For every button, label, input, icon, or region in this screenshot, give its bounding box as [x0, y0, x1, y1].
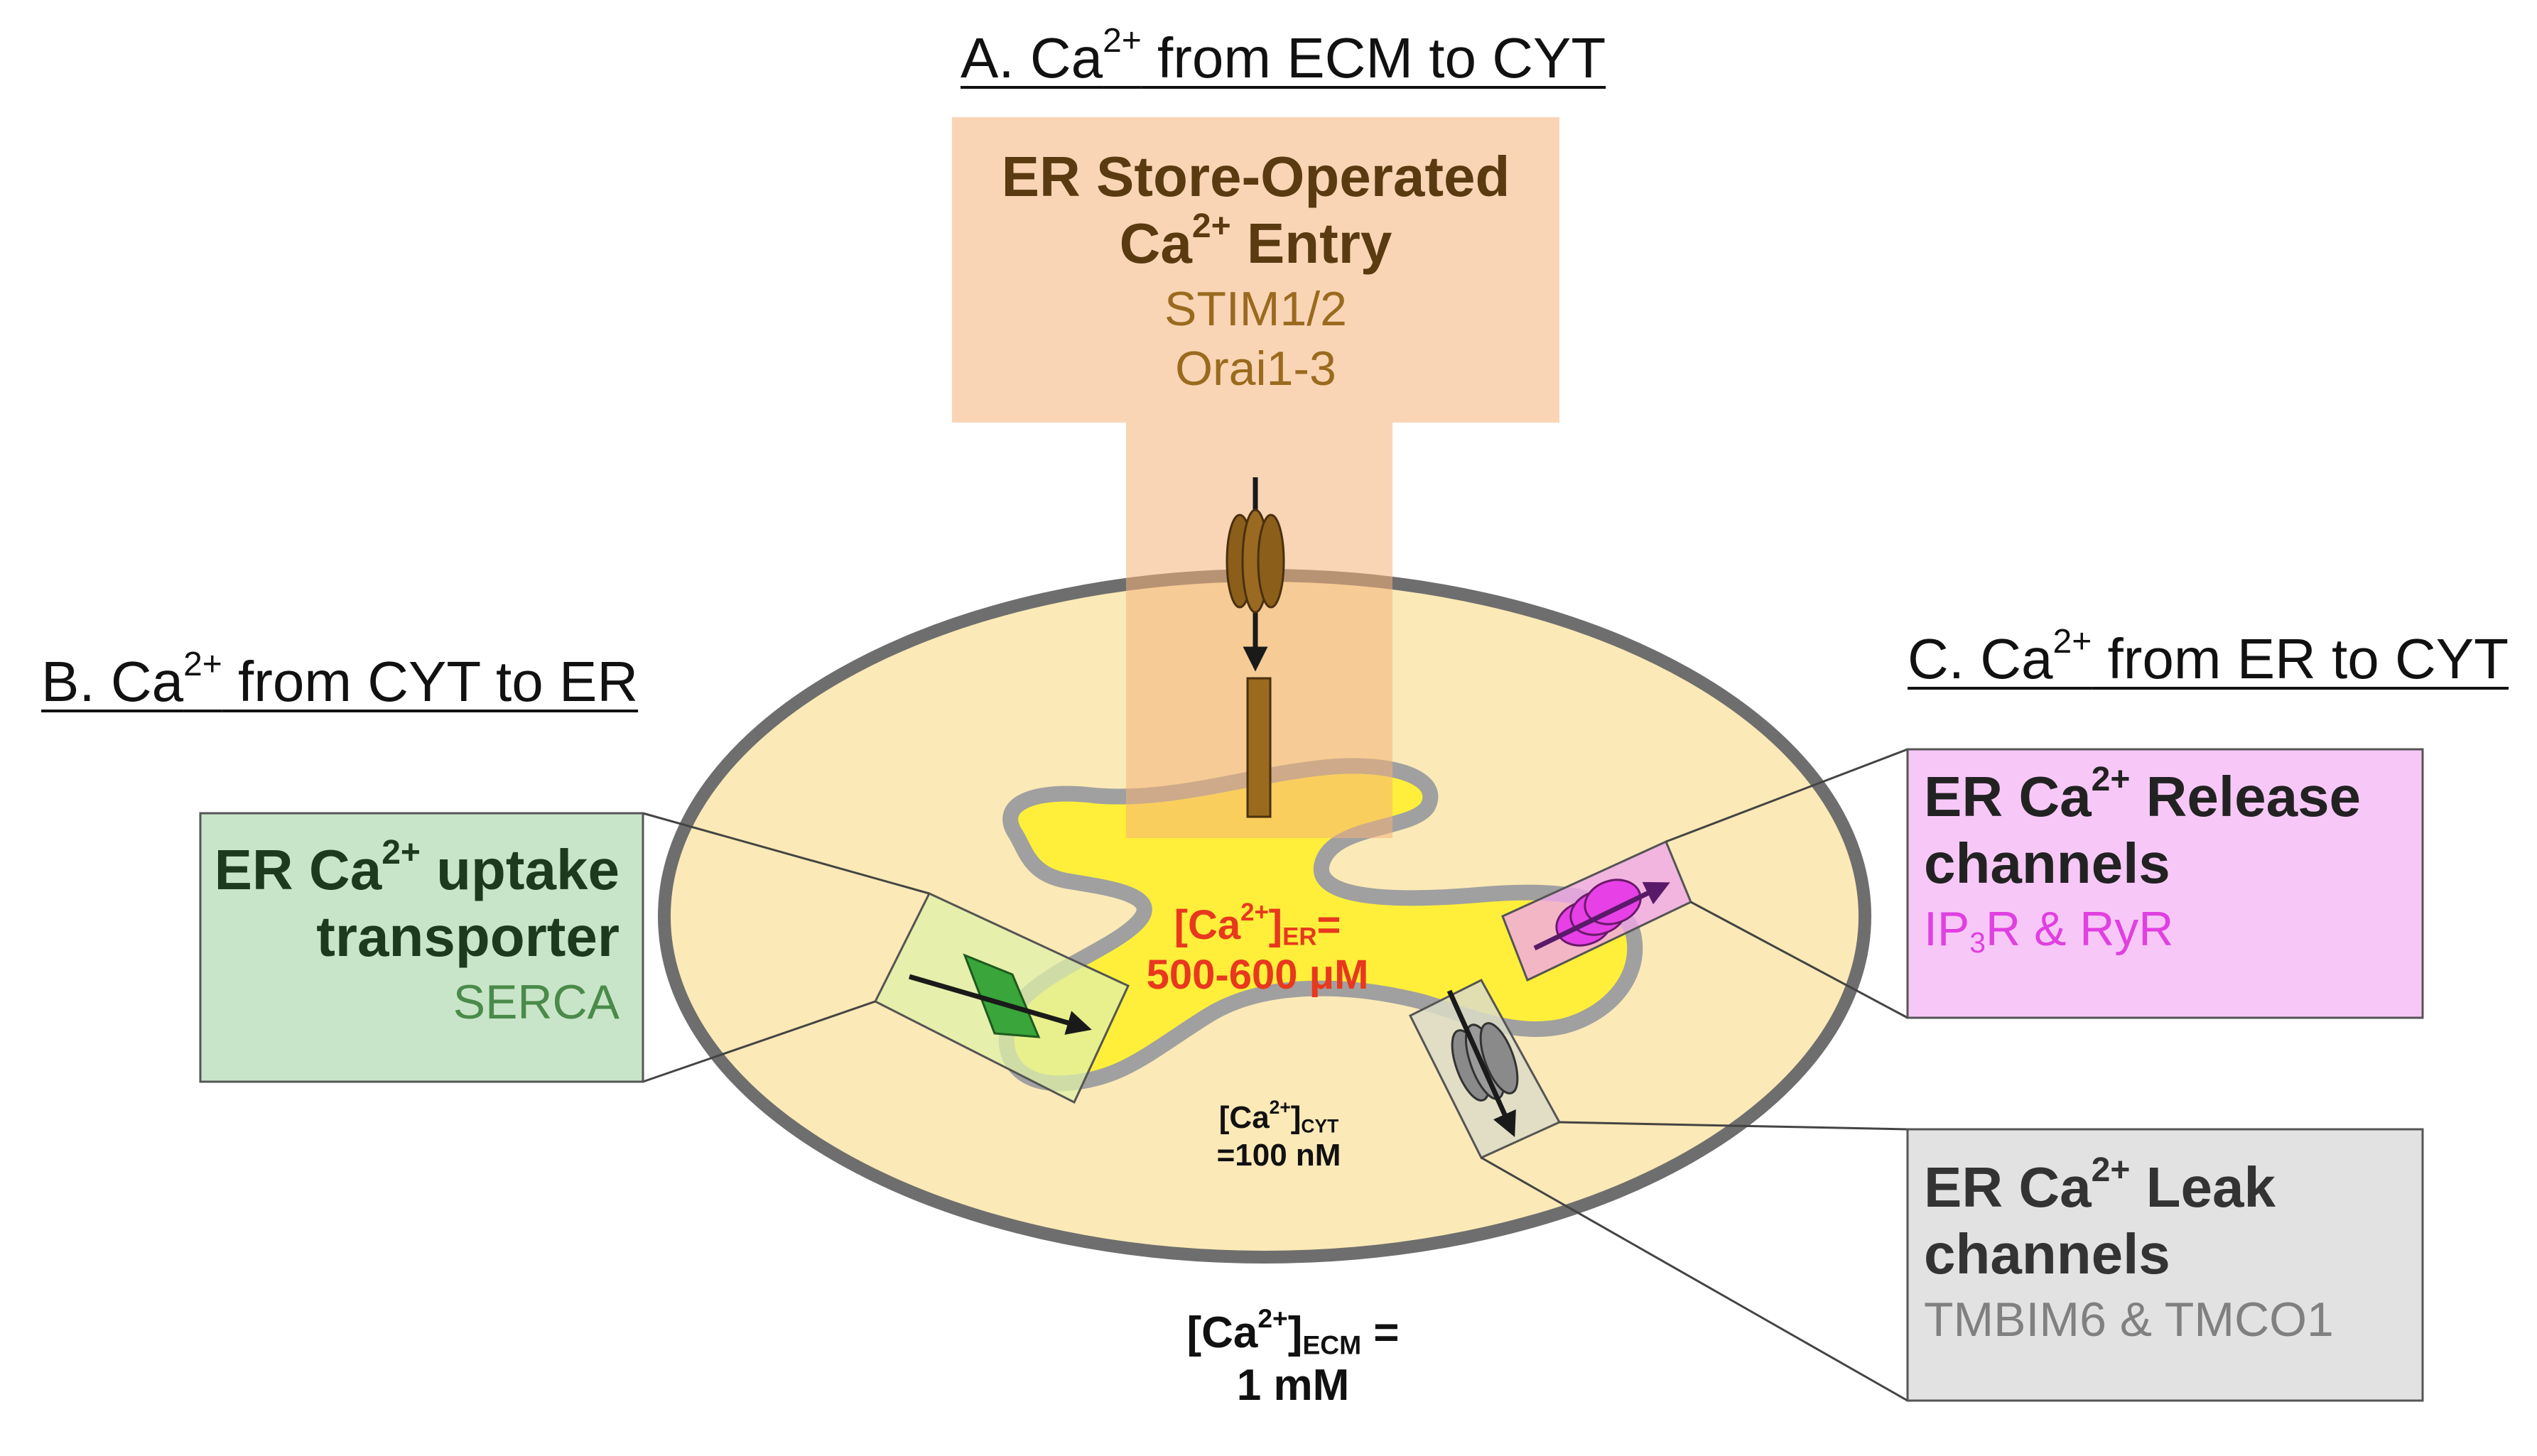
- release-protein: IP3R & RyR: [1924, 901, 2174, 959]
- cyt-concentration-label: [Ca2+]CYT =100 nM: [1165, 1097, 1392, 1175]
- uptake-box-text: ER Ca2+ uptake transporter SERCA: [200, 834, 620, 1031]
- er-concentration-value: 500-600 μM: [1146, 951, 1369, 998]
- ecm-concentration-value: 1 mM: [1236, 1361, 1350, 1411]
- release-title-line2: channels: [1924, 832, 2170, 896]
- heading-cyt-to-er: B. Ca2+ from CYT to ER: [41, 646, 639, 713]
- stim-sensor-icon: [1246, 677, 1272, 818]
- soce-protein-orai: Orai1-3: [1175, 342, 1336, 396]
- orai-channel-icon: [1226, 477, 1285, 672]
- uptake-protein-serca: SERCA: [453, 974, 620, 1029]
- er-concentration-label: [Ca2+]ER= 500-600 μM: [1115, 898, 1400, 999]
- ecm-concentration-label: [Ca2+]ECM = 1 mM: [1137, 1303, 1449, 1413]
- heading-er-to-cyt: C. Ca2+ from ER to CYT: [1908, 623, 2509, 690]
- soce-title-line1: ER Store-Operated: [1001, 145, 1510, 208]
- release-box-text: ER Ca2+ Release channels IP3R & RyR: [1924, 761, 2414, 959]
- uptake-box: [199, 812, 644, 1083]
- er-concentration-formula: [Ca2+]ER=: [1174, 898, 1341, 951]
- soce-box-text: ER Store-Operated Ca2+ Entry STIM1/2 Ora…: [952, 143, 1559, 397]
- soce-title-line2: Ca2+ Entry: [1119, 207, 1392, 276]
- ecm-concentration-formula: [Ca2+]ECM =: [1186, 1303, 1400, 1360]
- uptake-title-line2: transporter: [316, 905, 620, 969]
- cyt-concentration-value: =100 nM: [1216, 1137, 1341, 1173]
- soce-protein-stim: STIM1/2: [1164, 281, 1347, 336]
- leak-title-line1: ER Ca2+ Leak: [1924, 1151, 2276, 1219]
- heading-ecm-to-cyt: A. Ca2+ from ECM to CYT: [961, 22, 1606, 89]
- release-channel-icon: [1501, 840, 1692, 982]
- uptake-title-line1: ER Ca2+ uptake: [214, 834, 620, 902]
- leak-protein: TMBIM6 & TMCO1: [1924, 1292, 2334, 1347]
- serca-pump-icon: [873, 892, 1130, 1104]
- leak-title-line2: channels: [1924, 1222, 2170, 1286]
- leak-channel-icon: [1408, 979, 1562, 1159]
- cyt-concentration-formula: [Ca2+]CYT: [1218, 1097, 1339, 1137]
- connector-lines: [642, 748, 1908, 1402]
- release-box: [1906, 748, 2424, 1019]
- leak-box-text: ER Ca2+ Leak channels TMBIM6 & TMCO1: [1924, 1151, 2414, 1348]
- leak-box: [1906, 1128, 2424, 1402]
- release-title-line1: ER Ca2+ Release: [1924, 761, 2362, 829]
